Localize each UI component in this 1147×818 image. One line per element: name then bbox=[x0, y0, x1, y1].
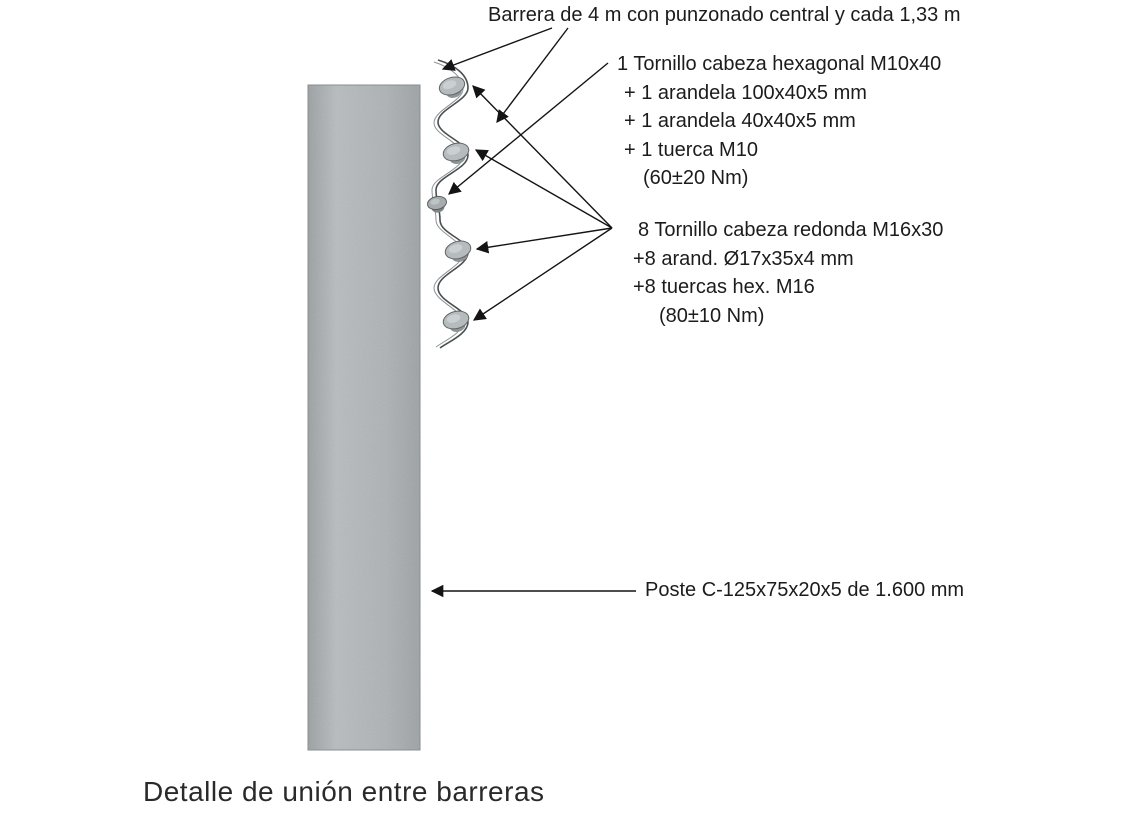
hex-bolt-note-line: (60±20 Nm) bbox=[643, 167, 749, 189]
round-bolt-note-line: +8 tuercas hex. M16 bbox=[633, 276, 815, 298]
hex-bolt-note-line: + 1 tuerca M10 bbox=[624, 138, 758, 161]
leader-round-bolt-2 bbox=[474, 149, 613, 229]
leader-arrows bbox=[430, 27, 636, 598]
hex-bolt-note-line: + 1 arandela 40x40x5 mm bbox=[624, 110, 856, 132]
figure-caption: Detalle de unión entre barreras bbox=[143, 776, 545, 807]
hex-bolt-note-line: + 1 arandela 100x40x5 mm bbox=[624, 81, 867, 104]
hex-bolt-note-line: 1 Tornillo cabeza hexagonal M10x40 bbox=[617, 53, 942, 75]
round-bolt-note-line: (80±10 Nm) bbox=[659, 304, 765, 327]
post-shape bbox=[307, 84, 421, 751]
hex-bolt-icon bbox=[427, 195, 447, 213]
leader-round-bolt-1 bbox=[472, 85, 613, 229]
post-annotation: Poste C-125x75x20x5 de 1.600 mm bbox=[645, 579, 965, 601]
round-bolt-icon bbox=[438, 76, 466, 98]
leader-top-barrier-1 bbox=[441, 27, 553, 71]
round-bolt-icon bbox=[442, 142, 470, 164]
round-bolt-note: 8 Tornillo cabeza redonda M16x30 +8 aran… bbox=[633, 216, 943, 330]
round-bolt-note-line: +8 arand. Ø17x35x4 mm bbox=[633, 247, 854, 270]
leader-top-barrier-2 bbox=[496, 27, 569, 124]
barrier-annotation: Barrera de 4 m con punzonado central y c… bbox=[488, 4, 961, 26]
leader-round-bolt-3 bbox=[475, 227, 613, 254]
leader-hex-bolt bbox=[448, 62, 609, 195]
hex-bolt-note: 1 Tornillo cabeza hexagonal M10x40 + 1 a… bbox=[617, 50, 941, 193]
round-bolt-icon bbox=[444, 240, 472, 262]
round-bolt-icon bbox=[442, 310, 470, 332]
round-bolt-note-line: 8 Tornillo cabeza redonda M16x30 bbox=[638, 219, 944, 241]
leader-round-bolt-4 bbox=[472, 227, 613, 321]
